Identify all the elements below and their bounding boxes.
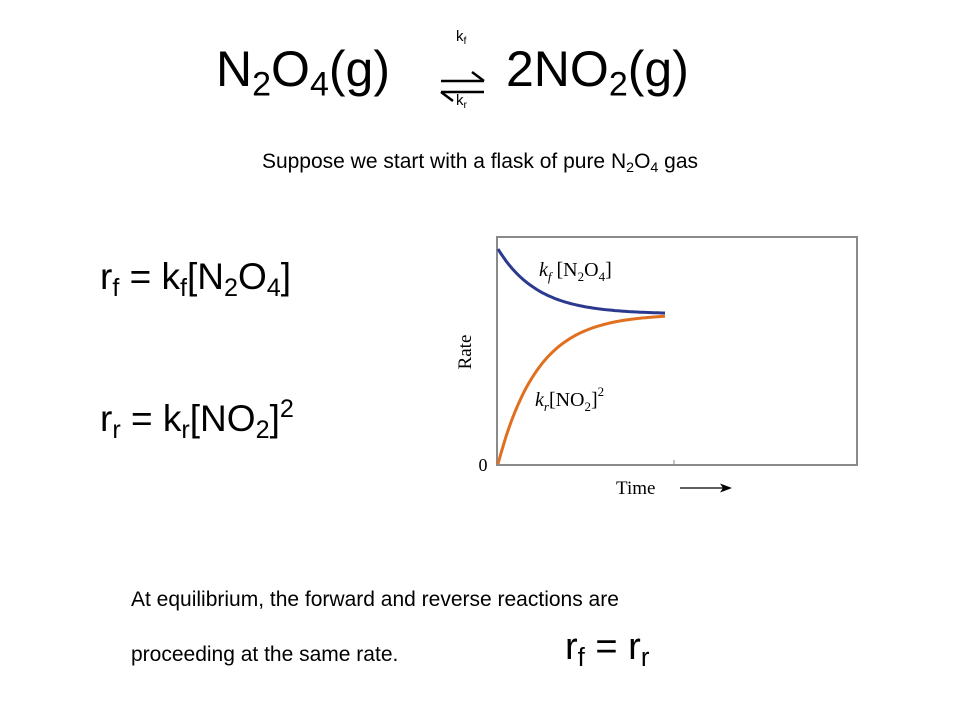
- x-axis-label: Time: [616, 478, 655, 499]
- plot-frame: [496, 236, 858, 466]
- x-axis-arrow-icon: [680, 483, 732, 493]
- y-axis-label: Rate: [455, 335, 476, 370]
- equilibrium-arrow-icon: [440, 71, 485, 102]
- reverse-curve-label: kr[NO2]2: [535, 384, 604, 414]
- reverse-rate-curve: [496, 314, 666, 465]
- rate-equality-equation: rf = rr: [565, 626, 650, 673]
- product-no2: 2NO2(g): [506, 41, 689, 104]
- reaction-equation: N2O4(g) kf kr 2NO2(g): [0, 28, 960, 118]
- equilibrium-statement-line1: At equilibrium, the forward and reverse …: [131, 588, 619, 611]
- reverse-rate-equation: rr = kr[NO2]2: [100, 395, 294, 445]
- subtitle: Suppose we start with a flask of pure N2…: [261, 150, 699, 176]
- forward-curve-label: kf [N2O4]: [539, 259, 612, 284]
- reactant-n2o4: N2O4(g): [216, 41, 390, 104]
- rate-vs-time-chart: Rate 0 Time kf [N2O4] kr[NO2]2: [455, 236, 858, 499]
- forward-rate-curve: [496, 248, 665, 315]
- equilibrium-statement-line2: proceeding at the same rate.: [131, 643, 399, 666]
- k-reverse-label: kr: [456, 92, 467, 112]
- forward-rate-equation: rf = kf[N2O4]: [100, 256, 292, 303]
- y-origin-tick-label: 0: [479, 455, 488, 475]
- k-forward-label: kf: [456, 28, 467, 48]
